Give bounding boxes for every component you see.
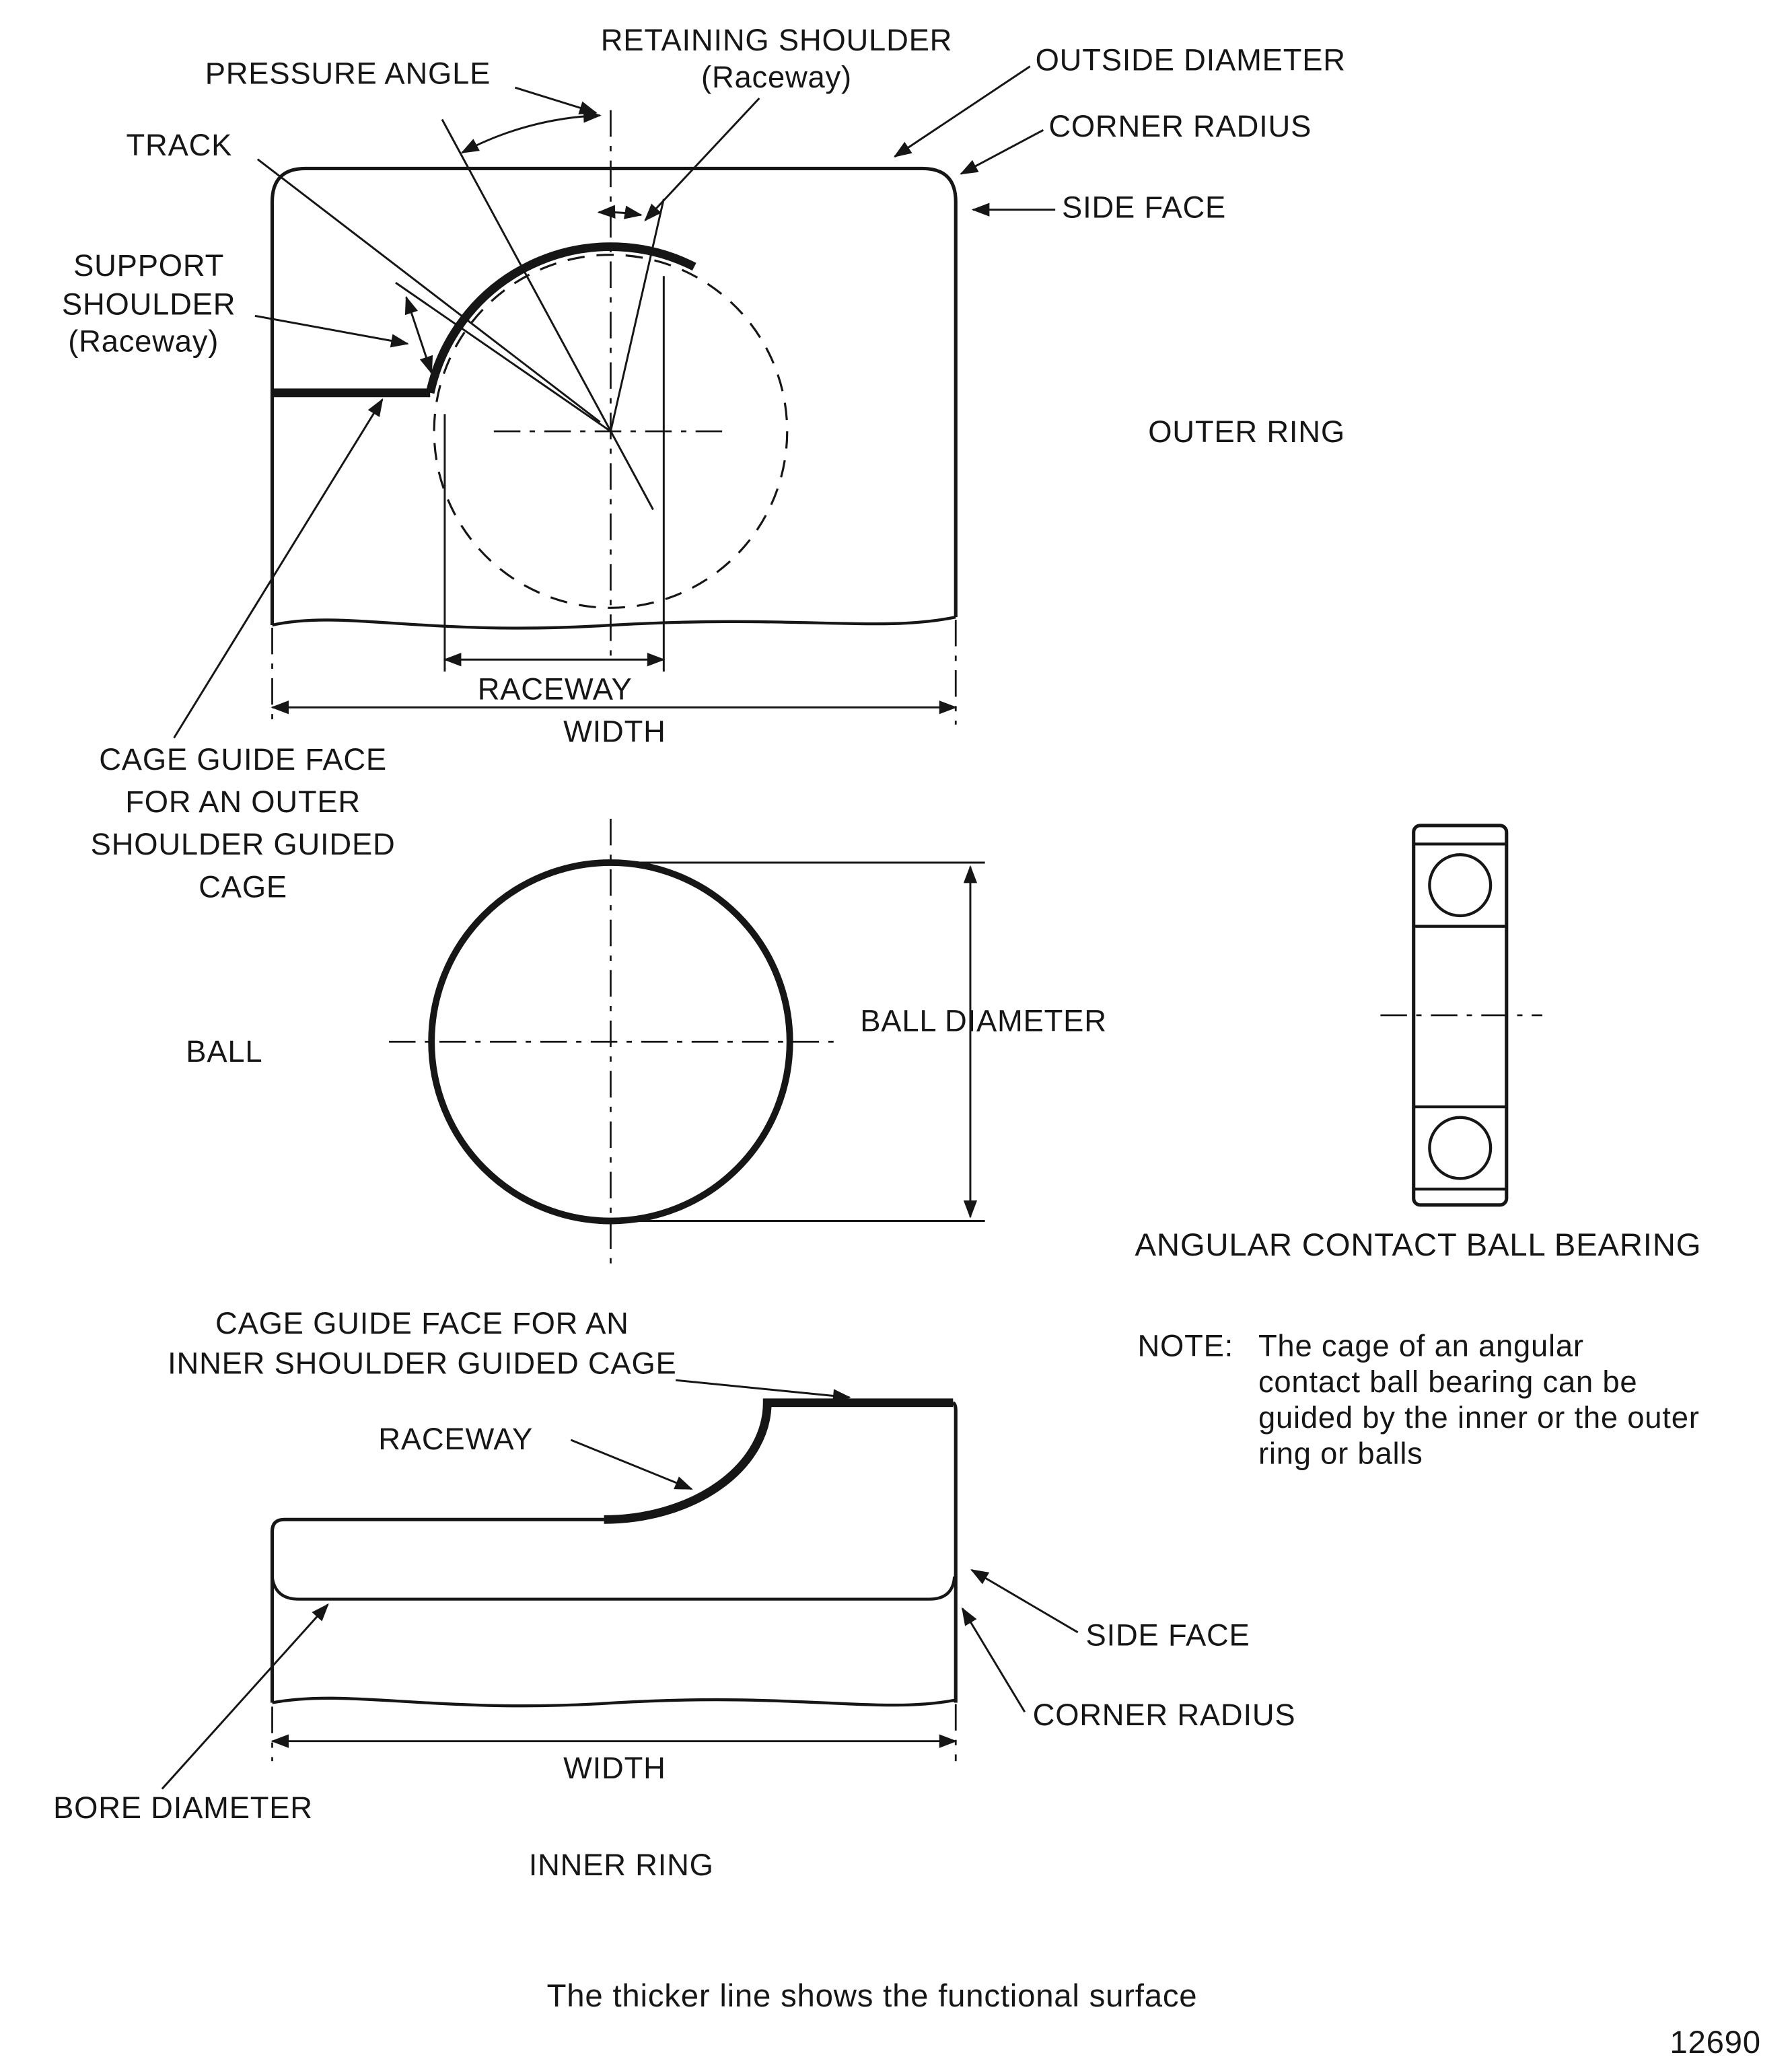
inner-corner-radius-leader xyxy=(961,1607,1026,1713)
bearing-pocket-lines xyxy=(1413,842,1507,1191)
inner-raceway-curve xyxy=(604,1398,954,1524)
bearing-ball-bottom xyxy=(1428,1116,1493,1180)
support-shoulder-label-1: SUPPORT xyxy=(73,248,224,283)
pressure-angle-leader xyxy=(515,86,598,115)
width-dim-label: WIDTH xyxy=(563,715,666,749)
outer-ring-title: OUTER RING xyxy=(1148,414,1345,449)
retaining-shoulder-label: RETAINING SHOULDER xyxy=(601,23,952,57)
inner-ring-break-line xyxy=(272,1696,956,1708)
ball-figure: BALL BALL DIAMETER xyxy=(186,818,1107,1264)
inner-raceway-label: RACEWAY xyxy=(378,1422,533,1456)
cage-guide-label-3: SHOULDER GUIDED xyxy=(91,827,396,861)
figure-number: 12690 xyxy=(1670,2025,1761,2060)
side-face-label: SIDE FACE xyxy=(1062,190,1226,224)
support-shoulder-dim-arrow xyxy=(404,295,433,375)
inner-side-face-leader xyxy=(970,1568,1079,1634)
ball-circle xyxy=(428,859,793,1225)
track-label: TRACK xyxy=(127,128,233,162)
cage-guide-label-2: FOR AN OUTER xyxy=(125,785,361,819)
note-prefix: NOTE: xyxy=(1137,1329,1233,1363)
cage-guide-label-4: CAGE xyxy=(199,869,287,904)
bearing-title: ANGULAR CONTACT BALL BEARING xyxy=(1135,1227,1702,1263)
ball-diameter-label: BALL DIAMETER xyxy=(860,1003,1107,1038)
inner-ring-title: INNER RING xyxy=(529,1848,714,1882)
pressure-angle-arc xyxy=(460,109,602,154)
inner-ring-bore-line xyxy=(271,1576,956,1601)
cage-guide-leader xyxy=(173,398,384,739)
outer-ring-figure: PRESSURE ANGLE RETAINING SHOULDER (Racew… xyxy=(62,23,1346,904)
inner-corner-radius-label: CORNER RADIUS xyxy=(1033,1698,1296,1732)
support-shoulder-label-3: (Raceway) xyxy=(68,324,219,359)
bore-diameter-label: BORE DIAMETER xyxy=(53,1791,313,1825)
inner-cage-guide-label-1: CAGE GUIDE FACE FOR AN xyxy=(215,1306,629,1340)
pressure-angle-line xyxy=(441,118,654,511)
outside-diameter-leader xyxy=(893,65,1031,157)
note-line-4: ring or balls xyxy=(1258,1436,1423,1470)
inner-ring-right-edge xyxy=(952,1401,958,1703)
bearing-ball-top xyxy=(1428,853,1493,918)
outside-diameter-label: OUTSIDE DIAMETER xyxy=(1036,43,1346,77)
support-shoulder-radial xyxy=(395,281,612,433)
angular-contact-bearing-figure: ANGULAR CONTACT BALL BEARING xyxy=(1135,824,1702,1263)
retaining-shoulder-sublabel: (Raceway) xyxy=(701,60,852,94)
ball-dashed-circle xyxy=(433,254,789,609)
inner-cage-guide-leader xyxy=(675,1379,851,1403)
inner-ring-figure: CAGE GUIDE FACE FOR AN INNER SHOULDER GU… xyxy=(53,1306,1295,1882)
footer: The thicker line shows the functional su… xyxy=(547,1978,1761,2060)
support-shoulder-label-2: SHOULDER xyxy=(62,287,236,321)
inner-side-face-label: SIDE FACE xyxy=(1086,1618,1250,1653)
bore-diameter-leader xyxy=(161,1603,329,1790)
outer-ring-outline xyxy=(270,166,958,625)
retaining-shoulder-leader xyxy=(644,97,760,221)
track-leader-line xyxy=(256,158,601,423)
outer-raceway-arc xyxy=(425,242,696,394)
note-line-2: contact ball bearing can be xyxy=(1258,1365,1637,1399)
functional-surface-caption: The thicker line shows the functional su… xyxy=(547,1978,1198,2014)
note-line-3: guided by the inner or the outer xyxy=(1258,1400,1700,1435)
retaining-shoulder-radial xyxy=(610,198,665,432)
ball-label: BALL xyxy=(186,1034,262,1069)
inner-ring-left-outline xyxy=(270,1517,604,1703)
inner-width-dim-label: WIDTH xyxy=(563,1751,666,1785)
raceway-dim-label: RACEWAY xyxy=(478,672,633,706)
inner-cage-guide-label-2: INNER SHOULDER GUIDED CAGE xyxy=(168,1346,676,1380)
cage-guide-label-1: CAGE GUIDE FACE xyxy=(99,742,387,776)
note-line-1: The cage of an angular xyxy=(1258,1329,1584,1363)
pressure-angle-label: PRESSURE ANGLE xyxy=(205,56,491,90)
support-shoulder-leader xyxy=(254,314,409,348)
inner-raceway-leader xyxy=(570,1439,693,1490)
corner-radius-leader xyxy=(960,129,1044,175)
outer-ring-break-line xyxy=(272,616,956,630)
note-block: NOTE: The cage of an angular contact bal… xyxy=(1137,1329,1700,1471)
retaining-shoulder-arc xyxy=(597,205,643,219)
corner-radius-label: CORNER RADIUS xyxy=(1048,109,1312,143)
